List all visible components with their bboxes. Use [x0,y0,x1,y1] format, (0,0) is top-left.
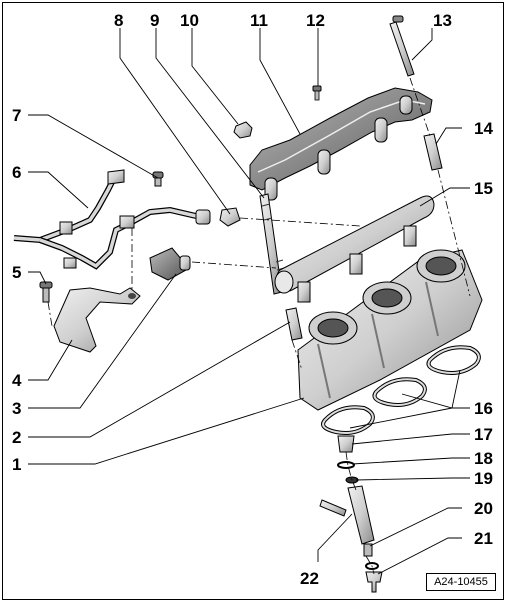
callout-19: 19 [474,469,493,488]
bolt-7-part [152,171,164,187]
gasket-part [321,345,481,435]
leader-lines [28,28,470,575]
callout-8: 8 [114,11,123,30]
callout-20: 20 [474,499,493,518]
intake-manifold-part [297,249,483,411]
reference-code-label: A24-10455 [426,573,496,591]
callout-16: 16 [474,399,493,418]
dowel-sleeve-part [285,307,303,341]
small-bolt-part [312,85,322,101]
callout-4: 4 [12,371,22,390]
callout-15: 15 [474,179,493,198]
callout-5: 5 [12,263,21,282]
callout-2: 2 [12,428,21,447]
callout-13: 13 [433,11,452,30]
nut-part [233,121,253,139]
pressure-sensor-part [149,247,191,281]
bolt-5-part [39,281,53,303]
callout-1: 1 [12,455,21,474]
bracket-part [53,287,141,353]
callout-21: 21 [474,529,493,548]
spacer-sleeve-part [423,133,443,171]
long-bolt-part [389,15,415,77]
union-nut-part [219,207,241,227]
callout-22: 22 [300,569,319,588]
callout-10: 10 [180,11,199,30]
callout-17: 17 [474,425,493,444]
callout-3: 3 [12,399,21,418]
upper-bracket-part [249,87,433,201]
callout-7: 7 [12,106,21,125]
injector-seal-parts [337,435,359,484]
callout-6: 6 [12,163,21,182]
assembly-lines [47,77,471,575]
fuel-line-part [13,169,211,270]
fuel-injector-part [319,485,383,593]
callout-9: 9 [150,11,159,30]
callout-12: 12 [306,11,325,30]
callout-18: 18 [474,449,493,468]
callout-11: 11 [250,11,268,30]
callout-14: 14 [474,119,493,138]
fuel-rail-part [274,195,435,303]
